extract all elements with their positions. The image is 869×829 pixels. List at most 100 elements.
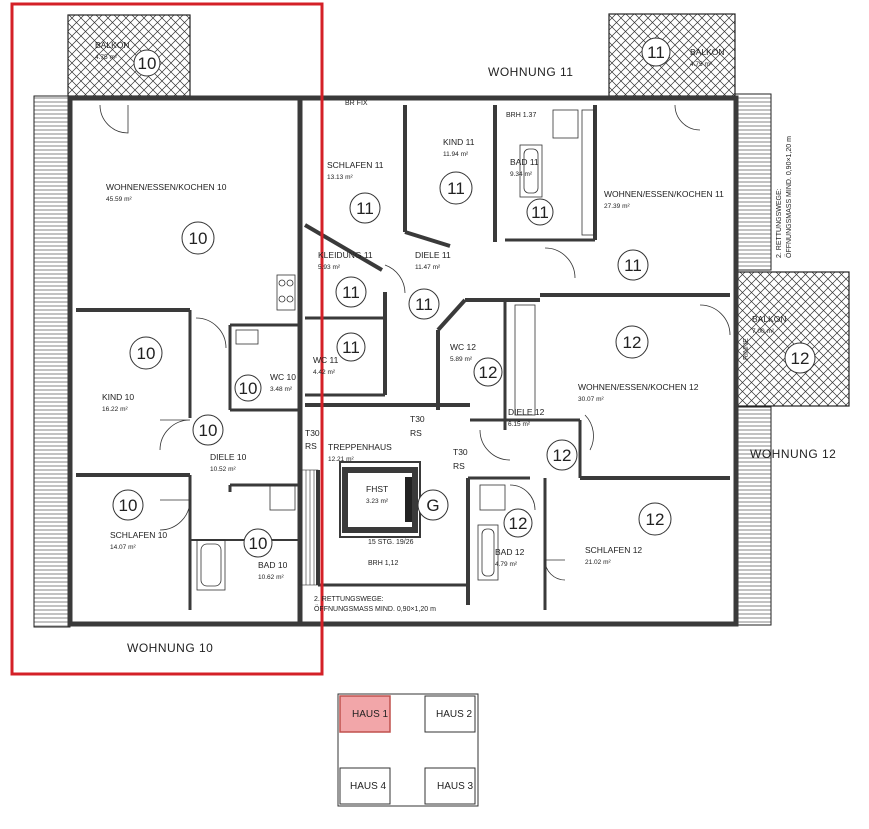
room-area-treppenhaus: 12.21 m² (328, 456, 354, 463)
door-rating-1: T30 (305, 428, 320, 438)
unit-marker-circle (408, 288, 440, 320)
unit-marker-label: 11 (342, 283, 360, 302)
key-haus-3-label: HAUS 3 (437, 781, 474, 792)
room-name-wc11: WC 11 (313, 355, 339, 365)
room-area-balkon10: 4.75 m² (95, 54, 118, 61)
room-name-bad11: BAD 11 (510, 157, 539, 167)
unit-marker-circle (112, 489, 144, 521)
doors (99, 104, 731, 581)
unit-marker-label: 10 (119, 496, 138, 515)
room-area-diele11: 11.47 m² (415, 264, 441, 271)
room-area-diele12: 6.15 m² (508, 421, 531, 428)
unit-marker-circle (349, 192, 381, 224)
room-name-diele11: DIELE 11 (415, 250, 451, 260)
room-name-wek10: WOHNEN/ESSEN/KOCHEN 10 (106, 182, 227, 192)
room-area-wc12: 5.89 m² (450, 356, 473, 363)
room-area-schlafen10: 14.07 m² (110, 544, 136, 551)
unit-marker-label: 11 (356, 199, 374, 218)
unit-marker-label: 12 (479, 363, 498, 382)
unit-marker-label: G (426, 496, 439, 515)
room-area-diele10: 10.52 m² (210, 466, 236, 473)
unit-marker-circle (641, 37, 671, 67)
unit-marker-circle (192, 414, 224, 446)
unit-marker-label: 10 (249, 534, 268, 553)
unit-marker-circle (784, 342, 816, 374)
unit-marker-circle (243, 528, 273, 558)
apartment-label-10: WOHNUNG 10 (127, 641, 213, 655)
room-name-diele12: DIELE 12 (508, 407, 545, 417)
fhst-shaft (342, 467, 418, 533)
unit-marker-label: 11 (342, 338, 360, 357)
unit-marker-label: 10 (137, 344, 156, 363)
unit-marker-circle (181, 221, 215, 255)
terrace-right-bottom (734, 406, 772, 626)
unit-marker-label: 12 (553, 446, 572, 465)
room-name-balkon10: BALKON (95, 40, 130, 50)
key-haus-1-label: HAUS 1 (352, 709, 389, 720)
room-name-bad10: BAD 10 (258, 560, 288, 570)
room-area-schlafen11: 13.13 m² (327, 174, 353, 181)
door-rating-3: T30 (453, 447, 468, 457)
key-haus-1 (339, 695, 391, 733)
room-name-schlafen12: SCHLAFEN 12 (585, 545, 642, 555)
door-rating-3-rs: RS (453, 461, 465, 471)
door-rating-2: T30 (410, 414, 425, 424)
unit-marker-circle (335, 276, 367, 308)
unit-marker-label: 12 (623, 333, 642, 352)
room-name-wc12: WC 12 (450, 342, 476, 352)
apartment-label-11: WOHNUNG 11 (488, 65, 573, 79)
room-area-wek10: 45.59 m² (106, 196, 132, 203)
rettung-note-right-2: ÖFFNUNGSMASS MIND. 0,90×1,20 m (785, 136, 793, 258)
room-name-kind10: KIND 10 (102, 392, 134, 402)
key-haus-3 (424, 767, 476, 805)
apartment-label-12: WOHNUNG 12 (750, 447, 836, 461)
unit-marker-circle (617, 249, 649, 281)
unit-marker-circle (615, 325, 649, 359)
rettung-note-1: 2. RETTUNGSWEGE: (314, 596, 384, 603)
room-name-bad12: BAD 12 (495, 547, 525, 557)
key-haus-4 (339, 767, 391, 805)
room-area-balkon11: 4.75 m² (690, 61, 713, 68)
unit-marker-label: 11 (415, 295, 433, 314)
room-area-wc10: 3.48 m² (270, 386, 293, 393)
room-name-balkon11: BALKON (690, 47, 725, 57)
unit-marker-label: 10 (239, 379, 258, 398)
room-area-bad11: 9.34 m² (510, 171, 533, 178)
unit-marker-circle (234, 374, 262, 402)
unit-marker-label: 12 (791, 349, 810, 368)
room-area-bad10: 10.62 m² (258, 574, 284, 581)
fixtures (196, 109, 595, 591)
room-name-fhst: FHST (366, 484, 388, 494)
room-name-wek11: WOHNEN/ESSEN/KOCHEN 11 (604, 189, 724, 199)
room-name-schlafen11: SCHLAFEN 11 (327, 160, 384, 170)
unit-marker-label: 10 (189, 229, 208, 248)
unit-marker-circle (129, 336, 163, 370)
room-area-schlafen12: 21.02 m² (585, 559, 611, 566)
room-name-treppenhaus: TREPPENHAUS (328, 442, 392, 452)
rettung-note-right-1: 2. RETTUNGSWEGE: (776, 188, 783, 258)
unit-marker-circle (439, 171, 473, 205)
terrace-right-top (734, 93, 772, 271)
unit-marker-circle (503, 508, 533, 538)
key-plan: HAUS 1 HAUS 2 HAUS 4 HAUS 3 (337, 693, 479, 807)
unit-marker-circle (546, 439, 578, 471)
room-area-wek11: 27.39 m² (604, 203, 630, 210)
room-name-schlafen10: SCHLAFEN 10 (110, 530, 167, 540)
wohnung-10-highlight (10, 2, 324, 676)
unit-marker-circle (638, 502, 672, 536)
room-name-balkon12: BALKON (752, 314, 787, 324)
room-area-wc11: 4.42 m² (313, 369, 336, 376)
stair-note: 15 STG. 19/26 (368, 539, 414, 546)
room-area-kind10: 16.22 m² (102, 406, 128, 413)
room-name-wc10: WC 10 (270, 372, 296, 382)
terrace-left (33, 95, 71, 628)
unit-marker-label: 12 (646, 510, 665, 529)
room-name-kleidung11: KLEIDUNG 11 (318, 250, 373, 260)
bad11-brh: BRH 1.37 (506, 112, 536, 119)
room-name-kind11: KIND 11 (443, 137, 475, 147)
unit-marker-label: 11 (531, 203, 549, 222)
unit-marker-circle (336, 332, 366, 362)
unit-marker-label: 11 (447, 179, 465, 198)
room-area-fhst: 3.23 m² (366, 498, 389, 505)
